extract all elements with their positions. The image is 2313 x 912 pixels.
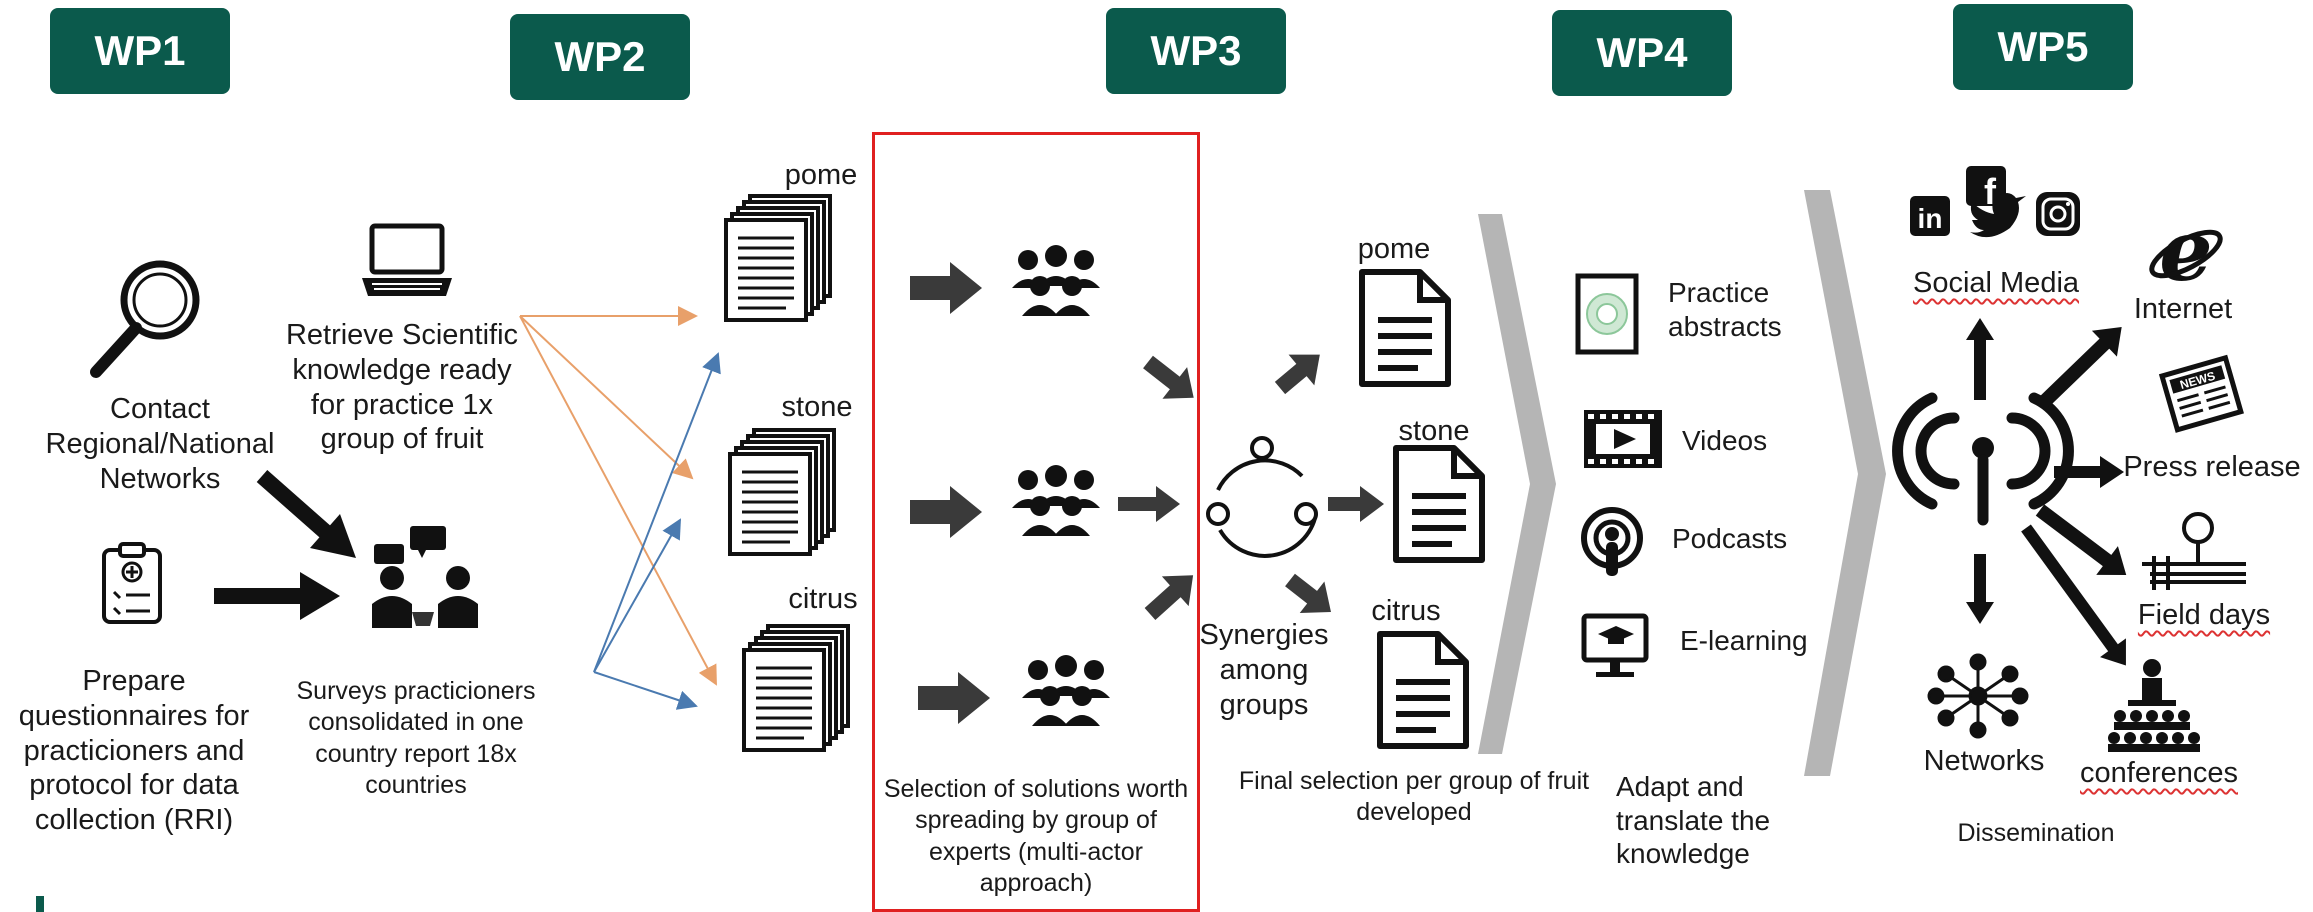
pome-final-label: pome [1357, 233, 1431, 265]
linkedin-icon: in [1910, 196, 1950, 236]
arrow-citrus-to-synergies [1144, 575, 1194, 620]
arrow-pome-to-synergies [1143, 355, 1194, 399]
arrow-synergies-to-stone [1328, 486, 1384, 522]
wp2-badge: WP2 [510, 14, 690, 100]
arrow-stone-to-synergies [1118, 486, 1180, 522]
clipboard-checklist-icon [102, 542, 162, 624]
network-icon [1927, 653, 2029, 739]
dissemination-spokes [1966, 318, 2127, 666]
field-days-text: Field days [2137, 599, 2271, 631]
retrieve-knowledge-label: Retrieve Scientific knowledge ready for … [285, 319, 519, 456]
stone-document-stack [728, 428, 836, 556]
chevron-wp4-to-wp5 [1804, 190, 1886, 776]
contact-networks-label: Contact Regional/National Networks [45, 393, 275, 495]
surveys-label: Surveys practicioners consolidated in on… [296, 677, 536, 799]
knowledge-connector-arrows [519, 306, 721, 710]
adapt-translate-label: Adapt and translate the knowledge [1616, 771, 1771, 870]
instagram-icon [2036, 192, 2080, 236]
arrow-to-citrus-experts [918, 672, 990, 724]
video-icon [1584, 410, 1662, 468]
synergy-cycle-icon [1206, 436, 1318, 558]
pome-stack-label: pome [784, 159, 858, 191]
stone-final-label: stone [1398, 415, 1470, 447]
practice-abstract-icon [1575, 273, 1639, 355]
magnifier-icon [90, 260, 200, 378]
wp3-badge: WP3 [1106, 8, 1286, 94]
wp4-badge: WP4 [1552, 10, 1732, 96]
videos-label: Videos [1682, 425, 1768, 456]
arrow-to-stone-experts [910, 486, 982, 538]
e-learning-label: E-learning [1680, 625, 1808, 656]
wp3-highlight-box [872, 132, 1200, 912]
citrus-expert-group-icon [1022, 655, 1110, 726]
stone-final-document-icon [1396, 448, 1482, 560]
citrus-final-label: citrus [1371, 595, 1441, 627]
corner-accent-mark [36, 896, 44, 912]
wp5-badge: WP5 [1953, 4, 2133, 90]
broadcast-antenna-icon [1892, 392, 2074, 526]
practice-abstracts-label: Practice abstracts [1668, 277, 1782, 342]
networks-label: Networks [1923, 745, 2045, 777]
dissemination-label: Dissemination [1957, 819, 2115, 847]
pome-final-document-icon [1362, 272, 1448, 384]
podcasts-label: Podcasts [1672, 523, 1788, 554]
stone-expert-group-icon [1012, 465, 1100, 536]
arrow-contact-to-meeting [256, 470, 356, 558]
twitter-icon [1970, 193, 2026, 238]
conference-audience-icon [2108, 659, 2200, 752]
arrow-questionnaire-to-meeting [214, 572, 340, 620]
prepare-questionnaires-label: Prepare questionnaires for practicioners… [18, 665, 250, 837]
selection-solutions-label: Selection of solutions worth spreading b… [883, 775, 1189, 897]
podcast-icon [1581, 507, 1643, 576]
stone-stack-label: stone [781, 391, 853, 423]
arrow-synergies-to-pome [1274, 354, 1320, 395]
arrow-to-pome-experts [910, 262, 982, 314]
conferences-text: conferences [2080, 757, 2238, 789]
citrus-document-stack [742, 624, 850, 752]
field-days-label: Field days [2124, 598, 2284, 633]
wp1-badge: WP1 [50, 8, 230, 94]
svg-text:in: in [1918, 203, 1943, 234]
citrus-stack-label: citrus [788, 583, 858, 615]
conferences-label: conferences [2064, 756, 2254, 791]
social-media-text: Social Media [1912, 267, 2080, 299]
field-tree-icon [2142, 512, 2246, 590]
press-release-label: Press release [2123, 451, 2301, 483]
meeting-people-icon [372, 526, 478, 628]
arrow-synergies-to-citrus [1285, 573, 1331, 613]
pome-document-stack [724, 194, 832, 322]
e-learning-icon [1581, 613, 1649, 677]
internet-label: Internet [2133, 293, 2233, 325]
final-selection-label: Final selection per group of fruit devel… [1238, 767, 1590, 827]
synergies-label: Synergies among groups [1199, 619, 1329, 721]
internet-explorer-icon: e [2149, 201, 2223, 300]
laptop-icon [362, 223, 452, 296]
citrus-final-document-icon [1380, 634, 1466, 746]
newspaper-icon: NEWS [2158, 354, 2244, 433]
social-media-label: Social Media [1896, 266, 2096, 301]
chevron-wp3-to-wp4 [1478, 214, 1556, 754]
pome-expert-group-icon [1012, 245, 1100, 316]
